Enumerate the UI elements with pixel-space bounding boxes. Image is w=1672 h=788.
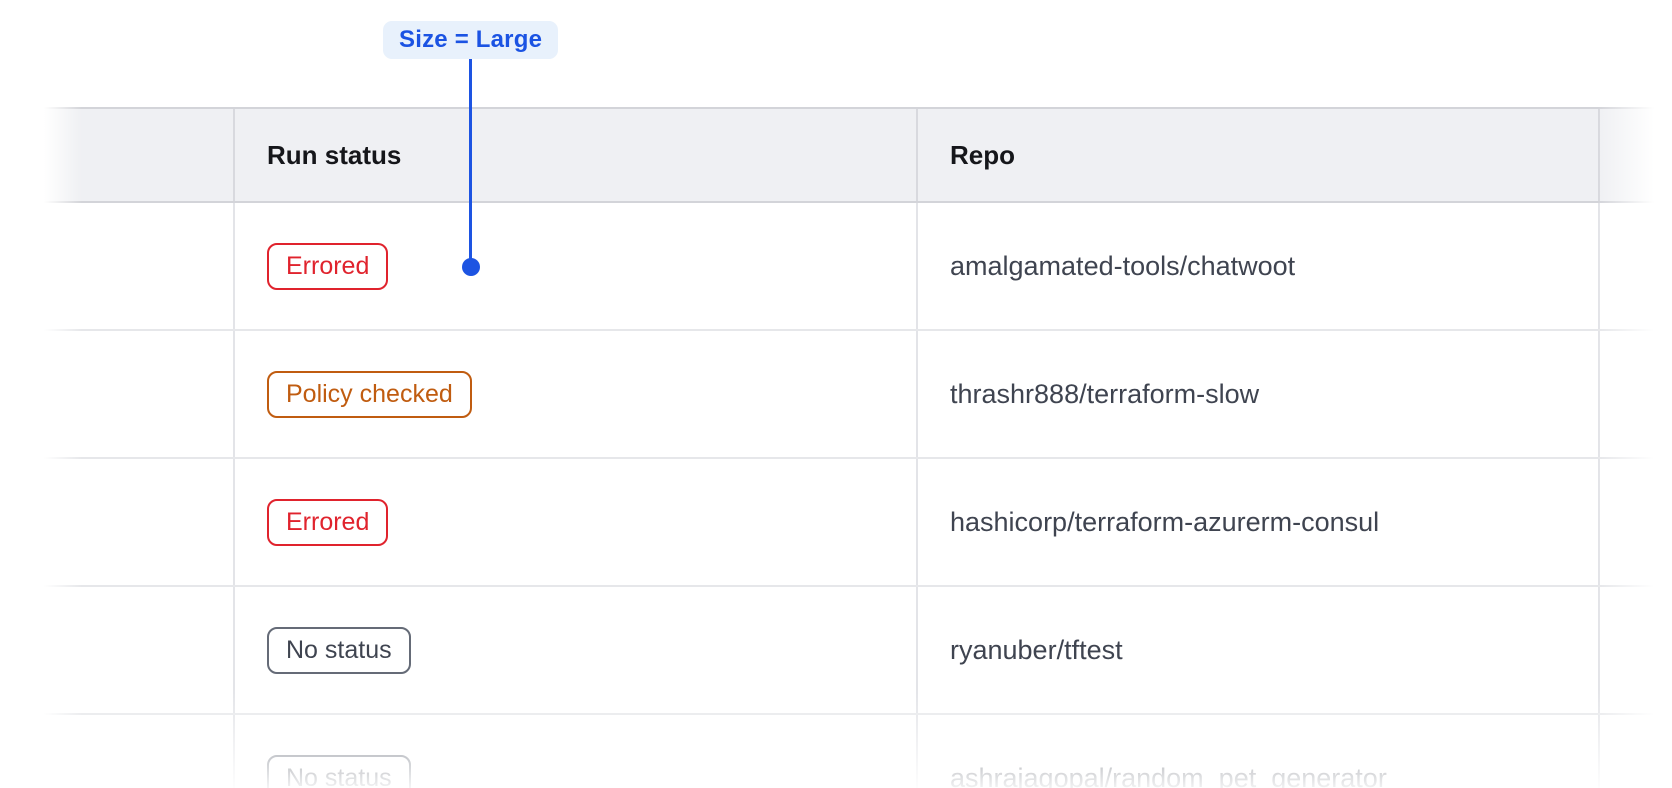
- row-cell-empty-left: [43, 587, 233, 713]
- row-cell-repo: ashrajagopal/random_pet_generator: [916, 715, 1598, 788]
- run-status-badge: No status: [267, 626, 411, 674]
- row-cell-empty-left: [43, 331, 233, 457]
- row-cell-empty-left: [43, 715, 233, 788]
- row-cell-empty-right: [1598, 331, 1672, 457]
- run-status-badge: No status: [267, 754, 411, 788]
- run-status-badge: Policy checked: [267, 370, 472, 418]
- annotation-size-large-label: Size = Large: [383, 21, 559, 59]
- repo-name: amalgamated-tools/chatwoot: [950, 250, 1296, 281]
- table-header-row: Run status Repo: [43, 107, 1672, 203]
- repo-name: hashicorp/terraform-azurerm-consul: [950, 506, 1380, 537]
- repo-name: thrashr888/terraform-slow: [950, 378, 1260, 409]
- table-row[interactable]: Policy checked thrashr888/terraform-slow: [43, 331, 1672, 459]
- annotation-connector-dot: [462, 258, 480, 276]
- table-row[interactable]: No status ryanuber/tftest: [43, 587, 1672, 715]
- row-cell-run-status: No status: [233, 715, 916, 788]
- table-row[interactable]: Errored hashicorp/terraform-azurerm-consu…: [43, 459, 1672, 587]
- runs-table: Run status Repo Errored amalgamated-tools…: [43, 107, 1672, 788]
- header-cell-empty-right: [1598, 109, 1672, 201]
- row-cell-empty-right: [1598, 587, 1672, 713]
- row-cell-run-status: Errored: [233, 459, 916, 585]
- table-row[interactable]: Errored amalgamated-tools/chatwoot: [43, 203, 1672, 331]
- row-cell-repo: thrashr888/terraform-slow: [916, 331, 1598, 457]
- row-cell-empty-right: [1598, 459, 1672, 585]
- table-row[interactable]: No status ashrajagopal/random_pet_generat…: [43, 715, 1672, 788]
- run-status-badge: Errored: [267, 498, 389, 546]
- row-cell-empty-left: [43, 459, 233, 585]
- header-cell-repo: Repo: [916, 109, 1598, 201]
- repo-name: ryanuber/tftest: [950, 634, 1123, 665]
- row-cell-repo: amalgamated-tools/chatwoot: [916, 203, 1598, 329]
- repo-name: ashrajagopal/random_pet_generator: [950, 762, 1387, 788]
- row-cell-empty-left: [43, 203, 233, 329]
- row-cell-empty-right: [1598, 715, 1672, 788]
- row-cell-run-status: No status: [233, 587, 916, 713]
- row-cell-empty-right: [1598, 203, 1672, 329]
- row-cell-repo: hashicorp/terraform-azurerm-consul: [916, 459, 1598, 585]
- row-cell-run-status: Policy checked: [233, 331, 916, 457]
- row-cell-run-status: Errored: [233, 203, 916, 329]
- row-cell-repo: ryanuber/tftest: [916, 587, 1598, 713]
- annotation-connector-line: [469, 59, 472, 267]
- header-cell-empty-left: [43, 109, 233, 201]
- run-status-badge: Errored: [267, 242, 389, 290]
- header-cell-run-status: Run status: [233, 109, 916, 201]
